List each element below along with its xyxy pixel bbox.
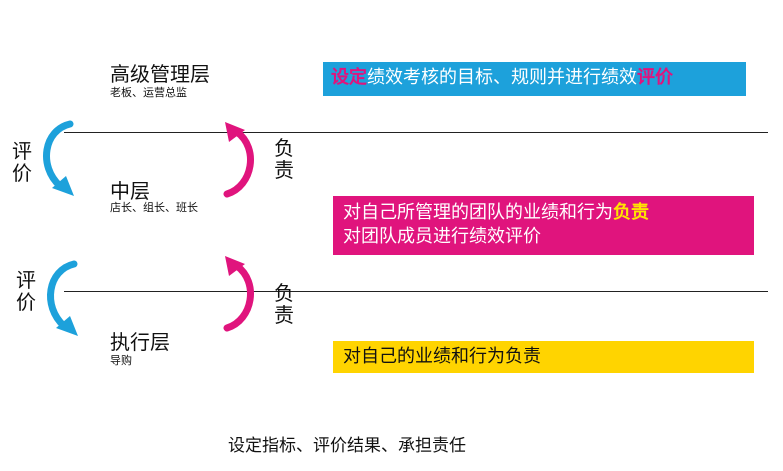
top-level-title: 高级管理层 xyxy=(110,62,210,86)
responsible-arrow-lower-icon xyxy=(223,256,254,332)
box-line2-text: 对团队成员进行绩效评价 xyxy=(343,226,541,247)
bottom-level-subtitle: 导购 xyxy=(110,354,132,367)
middle-level-title: 中层 xyxy=(110,179,150,203)
responsible-char-2: 责 xyxy=(274,303,294,327)
middle-responsibility-box: 对自己所管理的团队的业绩和行为负责 对团队成员进行绩效评价 xyxy=(333,196,754,255)
bottom-responsibility-box: 对自己的业绩和行为负责 xyxy=(333,341,754,373)
responsible-char-1: 负 xyxy=(274,281,294,305)
separator-line-lower xyxy=(64,291,768,292)
evaluate-char-2: 价 xyxy=(12,161,32,185)
evaluate-arrow-lower-icon xyxy=(47,260,78,336)
middle-level-subtitle: 店长、组长、班长 xyxy=(110,201,198,214)
top-responsibility-box: 设定绩效考核的目标、规则并进行绩效评价 xyxy=(323,62,746,96)
responsible-label-lower: 负 责 xyxy=(272,282,296,326)
responsible-char-1: 负 xyxy=(274,136,294,160)
top-level-subtitle: 老板、运营总监 xyxy=(110,86,187,99)
responsible-char-2: 责 xyxy=(274,158,294,182)
box-text: 对自己的业绩和行为负责 xyxy=(343,346,541,367)
box-text: 绩效考核的目标、规则并进行绩效 xyxy=(367,67,637,88)
evaluate-char-1: 评 xyxy=(16,268,36,292)
evaluate-label-lower: 评 价 xyxy=(14,269,38,313)
footer-caption: 设定指标、评价结果、承担责任 xyxy=(228,436,466,456)
evaluate-char-1: 评 xyxy=(12,139,32,163)
evaluate-label-upper: 评 价 xyxy=(10,140,34,184)
box-line1-text: 对自己所管理的团队的业绩和行为 xyxy=(343,202,613,223)
box-emphasis-evaluate: 评价 xyxy=(637,67,673,88)
box-emphasis-responsible: 负责 xyxy=(613,202,649,223)
bottom-level-title: 执行层 xyxy=(110,330,170,354)
evaluate-char-2: 价 xyxy=(16,290,36,314)
responsible-arrow-upper-icon xyxy=(223,122,254,198)
separator-line-upper xyxy=(64,132,768,133)
box-emphasis-set: 设定 xyxy=(331,67,367,88)
responsible-label-upper: 负 责 xyxy=(272,137,296,181)
evaluate-arrow-upper-icon xyxy=(43,120,74,196)
